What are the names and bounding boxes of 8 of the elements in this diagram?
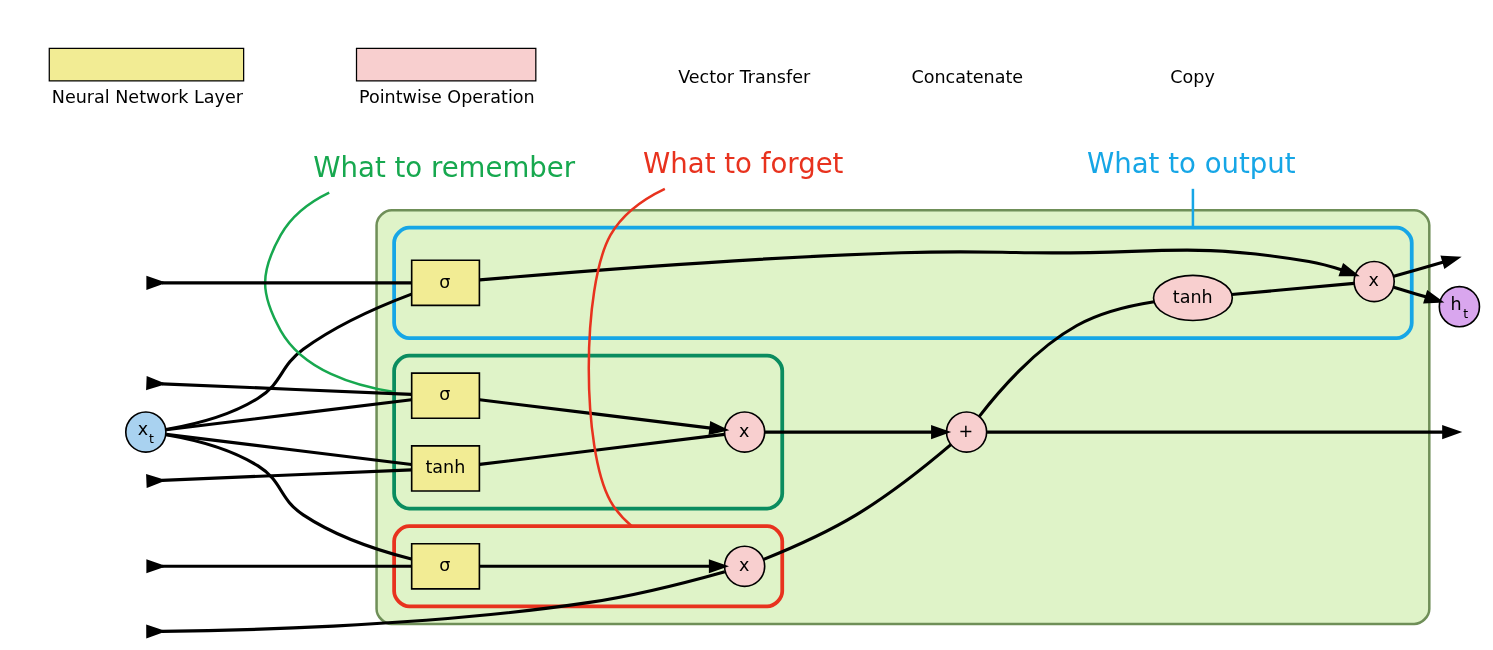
node-text: What to output bbox=[1086, 146, 1296, 180]
node-text: What to forget bbox=[643, 146, 844, 180]
legend-label: Concatenate bbox=[911, 66, 1024, 87]
legend-label: Pointwise Operation bbox=[359, 86, 535, 107]
node-text: What to remember bbox=[313, 150, 576, 184]
legend-label: Neural Network Layer bbox=[51, 86, 244, 107]
legend-label: Vector Transfer bbox=[678, 66, 811, 87]
legend-label: Copy bbox=[1170, 66, 1215, 87]
